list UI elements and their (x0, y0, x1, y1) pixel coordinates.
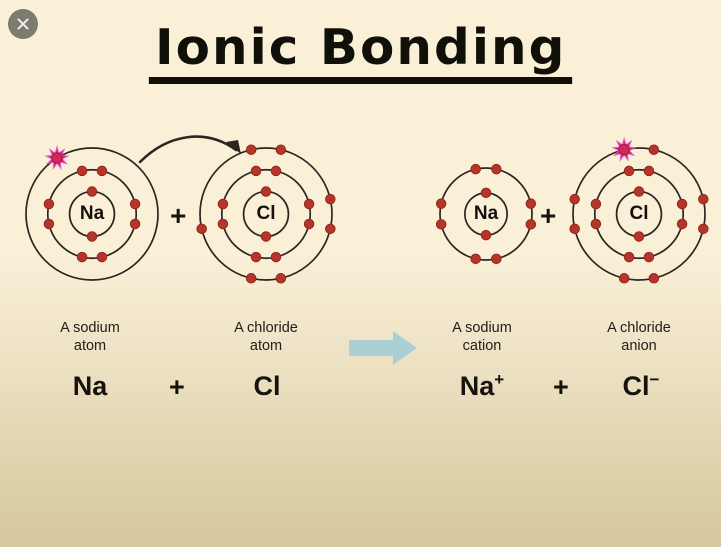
sodium-atom-shells (25, 145, 159, 281)
caption-chloride-atom-line2: atom (249, 337, 283, 354)
left-operator-plus: + (170, 200, 187, 231)
formula-sodium-atom-symbol: Na (72, 371, 108, 401)
caption-chloride-anion-line1: A chloride (607, 320, 671, 336)
chloride-atom-shells (196, 144, 336, 284)
formula-right-plus: + (553, 372, 569, 402)
chloride-anion-shells (569, 136, 709, 284)
formula-sodium-cation-charge: + (494, 370, 505, 389)
caption-sodium-cation-line2: cation (462, 337, 502, 354)
caption-sodium-cation-line1: A sodium (452, 320, 512, 336)
formula-sodium-cation-symbol: Na (459, 371, 495, 401)
formula-chloride-anion: Cl− (571, 370, 711, 401)
electron-transfer-arrow (138, 135, 241, 164)
caption-chloride-anion: A chloride anion (569, 320, 709, 355)
caption-sodium-cation: A sodium cation (412, 320, 552, 355)
reaction-arrow (349, 331, 417, 365)
caption-sodium-atom-line2: atom (73, 337, 107, 354)
chloride-anion-diagram: Cl (565, 136, 713, 288)
formula-chloride-anion-symbol: Cl (622, 371, 650, 401)
formula-chloride-anion-charge: − (649, 370, 660, 389)
formula-left-plus: + (169, 372, 185, 402)
caption-chloride-anion-line2: anion (621, 337, 657, 354)
sodium-cation-diagram: Na (432, 160, 540, 268)
page-title: Ionic Bonding (0, 22, 721, 85)
caption-sodium-atom: A sodium atom (20, 320, 160, 355)
slide-content-panel: Ionic Bonding Na + Cl Na + (0, 22, 721, 418)
formula-chloride-atom-symbol: Cl (253, 371, 281, 401)
close-button[interactable] (8, 9, 38, 39)
formula-sodium-atom: Na (20, 373, 160, 400)
formula-sodium-cation: Na+ (412, 370, 552, 401)
sodium-cation-shells (435, 163, 537, 265)
caption-chloride-atom-line1: A chloride (234, 320, 298, 336)
caption-sodium-atom-line1: A sodium (60, 320, 120, 336)
caption-chloride-atom: A chloride atom (196, 320, 336, 355)
right-operator-plus: + (540, 200, 557, 231)
formula-chloride-atom: Cl (197, 373, 337, 400)
page-title-text: Ionic Bonding (148, 22, 573, 85)
ionic-bonding-diagram: Na + Cl Na + Cl A (0, 128, 721, 418)
